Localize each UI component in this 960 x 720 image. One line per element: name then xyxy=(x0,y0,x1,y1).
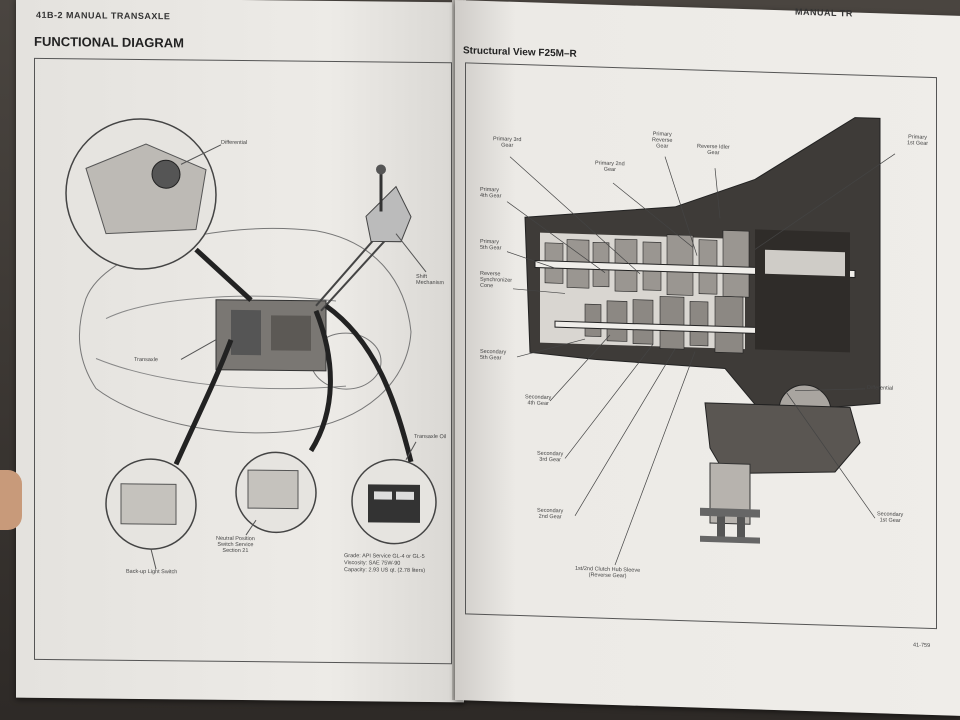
label-differential-left: Differential xyxy=(221,139,248,147)
label-transaxle-oil: Transaxle Oil xyxy=(414,433,447,441)
label-shift-mechanism: Shift Mechanism xyxy=(416,273,445,287)
viscosity-value: SAE 75W-90 xyxy=(368,560,401,567)
label-transaxle: Transaxle xyxy=(134,356,158,364)
label-differential-right: Differential xyxy=(867,384,894,392)
label-hub-sleeve: 1st/2nd Clutch Hub Sleeve (Reverse Gear) xyxy=(575,565,641,580)
label-secondary-4th-gear: Secondary 4th Gear xyxy=(525,394,552,407)
grade-value: API Service GL-4 or GL-5 xyxy=(362,553,425,560)
left-page: 41B-2 MANUAL TRANSAXLE FUNCTIONAL DIAGRA… xyxy=(16,0,464,703)
label-primary-5th-gear: Primary 5th Gear xyxy=(480,238,502,252)
transaxle-cutaway-illustration xyxy=(506,117,896,566)
label-secondary-1st-gear: Secondary 1st Gear xyxy=(877,511,904,525)
oil-spec-block: Grade: API Service GL-4 or GL-5 Viscosit… xyxy=(344,553,425,575)
label-secondary-5th-gear: Secondary 5th Gear xyxy=(480,348,507,362)
label-reverse-synchronizer-cone: Reverse Synchronizer Cone xyxy=(480,270,513,290)
capacity-value: 2.93 US qt. (2.78 liters) xyxy=(368,567,426,574)
label-reverse-idler-gear: Reverse Idler Gear xyxy=(697,143,730,157)
label-primary-4th-gear: Primary 4th Gear xyxy=(480,186,502,200)
grade-label: Grade: xyxy=(344,553,361,560)
label-back-up-light-switch: Back-up Light Switch xyxy=(126,568,178,576)
functional-diagram-illustration xyxy=(65,118,437,570)
label-primary-1st-gear: Primary 1st Gear xyxy=(907,134,929,147)
page-number: 41-759 xyxy=(913,642,931,649)
label-neutral-position-switch: Neutral Position Switch Service Section … xyxy=(216,535,255,555)
capacity-label: Capacity: xyxy=(344,567,367,574)
label-primary-3rd-gear: Primary 3rd Gear xyxy=(493,136,522,149)
label-primary-reverse-gear: Primary Reverse Gear xyxy=(652,131,673,150)
label-primary-2nd-gear: Primary 2nd Gear xyxy=(595,160,625,174)
viscosity-label: Viscosity: xyxy=(344,560,368,567)
right-page: MANUAL TR Structural View F25M–R xyxy=(455,0,960,716)
label-secondary-3rd-gear: Secondary 3rd Gear xyxy=(537,450,564,464)
thumb xyxy=(0,470,22,530)
label-secondary-2nd-gear: Secondary 2nd Gear xyxy=(537,507,564,521)
